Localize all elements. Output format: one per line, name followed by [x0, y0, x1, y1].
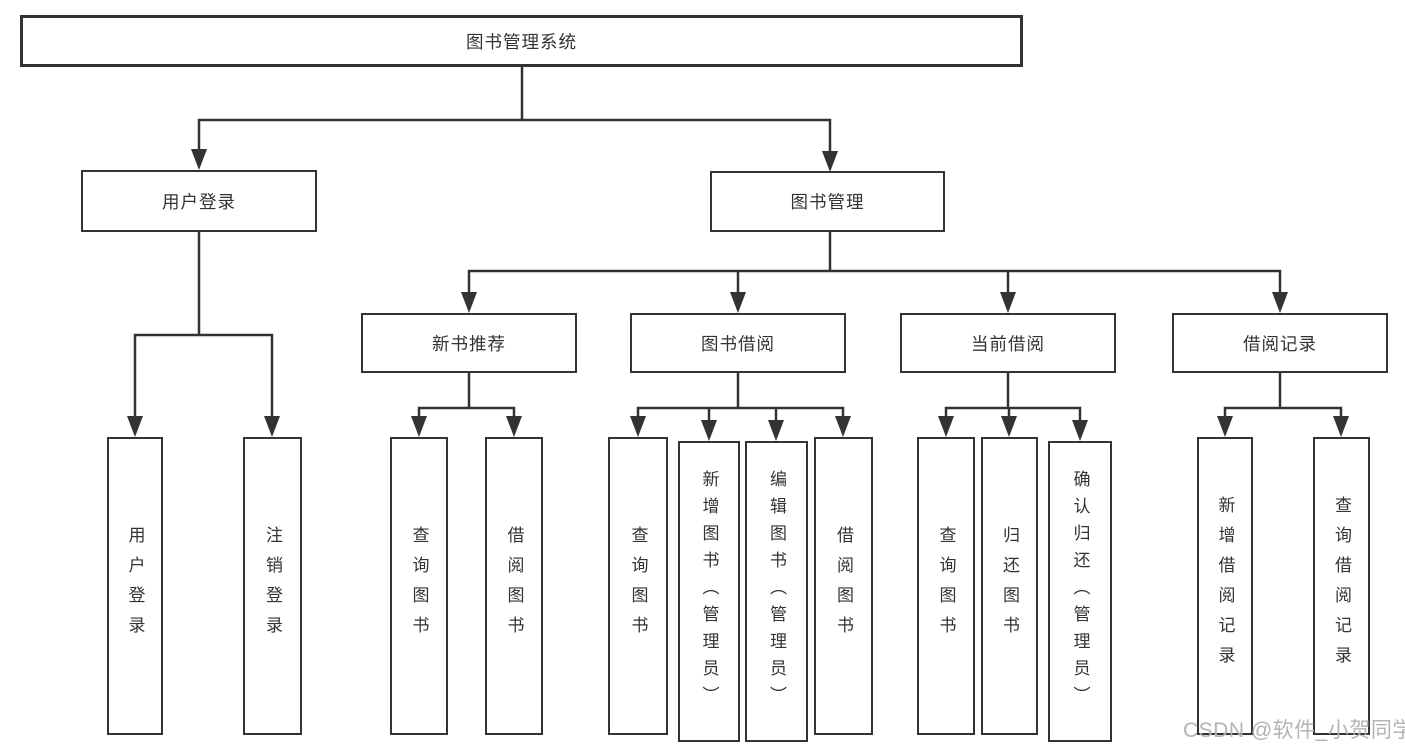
leaf-query-books-current: 查询图书 [917, 437, 975, 735]
leaf-add-borrow-record-label: 新增借阅记录 [1215, 496, 1235, 676]
leaf-add-book-admin: 新增图书（管理员） [678, 441, 740, 742]
node-book-borrow-label: 图书借阅 [701, 333, 775, 354]
node-borrow-records: 借阅记录 [1172, 313, 1388, 373]
leaf-add-borrow-record: 新增借阅记录 [1197, 437, 1253, 735]
node-book-management-label: 图书管理 [790, 192, 865, 212]
leaf-query-books-borrow-label: 查询图书 [628, 526, 648, 646]
node-current-borrow: 当前借阅 [900, 313, 1116, 373]
leaf-query-books-current-label: 查询图书 [936, 526, 956, 646]
leaf-query-books-borrow: 查询图书 [608, 437, 668, 735]
leaf-query-borrow-record: 查询借阅记录 [1313, 437, 1370, 735]
csdn-watermark: CSDN @软件_小贺同学 [1183, 719, 1405, 742]
leaf-borrow-books-recommend: 借阅图书 [485, 437, 543, 735]
leaf-borrow-books-label: 借阅图书 [834, 526, 853, 646]
leaf-query-books-recommend-label: 查询图书 [409, 526, 429, 646]
leaf-logout-label: 注销登录 [263, 526, 282, 646]
node-user-login-label: 用户登录 [162, 191, 236, 212]
leaf-query-borrow-record-label: 查询借阅记录 [1332, 496, 1351, 676]
node-user-login: 用户登录 [81, 170, 317, 232]
node-current-borrow-label: 当前借阅 [971, 333, 1045, 354]
leaf-confirm-return-admin: 确认归还（管理员） [1048, 441, 1112, 742]
leaf-confirm-return-admin-label: 确认归还（管理员） [1070, 470, 1090, 713]
node-book-management: 图书管理 [710, 171, 945, 232]
leaf-user-login: 用户登录 [107, 437, 163, 735]
node-root-label: 图书管理系统 [466, 31, 577, 52]
node-new-book-recommend-label: 新书推荐 [432, 333, 506, 354]
leaf-borrow-books: 借阅图书 [814, 437, 873, 735]
node-borrow-records-label: 借阅记录 [1243, 333, 1317, 354]
leaf-borrow-books-recommend-label: 借阅图书 [504, 526, 524, 646]
leaf-return-book-label: 归还图书 [1000, 526, 1019, 646]
leaf-edit-book-admin-label: 编辑图书（管理员） [767, 470, 786, 713]
node-root: 图书管理系统 [20, 15, 1023, 67]
node-book-borrow: 图书借阅 [630, 313, 846, 373]
leaf-query-books-recommend: 查询图书 [390, 437, 448, 735]
leaf-user-login-label: 用户登录 [125, 526, 145, 646]
node-new-book-recommend: 新书推荐 [361, 313, 577, 373]
leaf-edit-book-admin: 编辑图书（管理员） [745, 441, 808, 742]
leaf-return-book: 归还图书 [981, 437, 1038, 735]
leaf-add-book-admin-label: 新增图书（管理员） [699, 470, 719, 713]
leaf-logout: 注销登录 [243, 437, 302, 735]
